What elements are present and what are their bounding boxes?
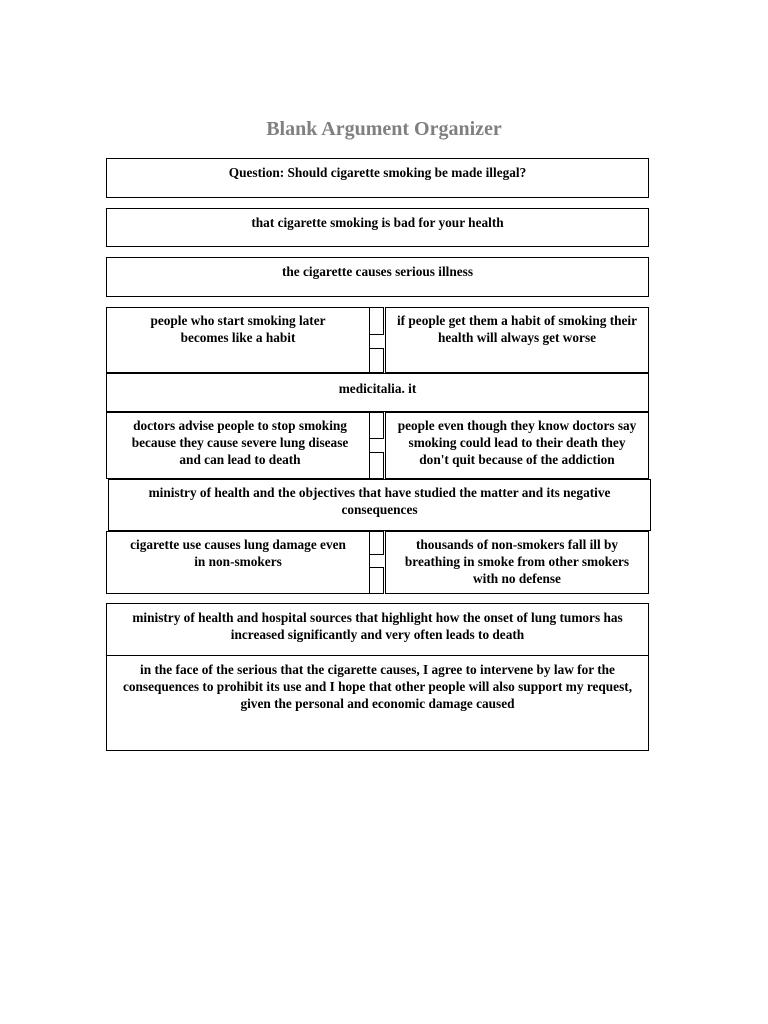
source-box-3: ministry of health and hospital sources …	[106, 603, 649, 656]
evidence-left-box-1: people who start smoking later becomes l…	[106, 307, 370, 373]
evidence-right-box-1: if people get them a habit of smoking th…	[385, 307, 649, 373]
conclusion-text: in the face of the serious that the ciga…	[122, 662, 633, 711]
connector-tab	[369, 452, 384, 479]
source-text-3: ministry of health and hospital sources …	[132, 610, 623, 642]
conclusion-box: in the face of the serious that the ciga…	[106, 655, 649, 751]
evidence-left-box-3: cigarette use causes lung damage even in…	[106, 531, 370, 594]
evidence-left-text-1: people who start smoking later becomes l…	[150, 313, 326, 345]
question-text: Question: Should cigarette smoking be ma…	[228, 165, 527, 180]
reason-text: the cigarette causes serious illness	[281, 264, 474, 279]
claim-box: that cigarette smoking is bad for your h…	[106, 208, 649, 247]
connector-tab	[369, 307, 384, 335]
source-text-1: medicitalia. it	[338, 381, 417, 396]
source-box-2: ministry of health and the objectives th…	[108, 479, 651, 531]
connector-tab	[369, 412, 384, 439]
claim-text: that cigarette smoking is bad for your h…	[251, 215, 504, 230]
source-text-2: ministry of health and the objectives th…	[148, 485, 611, 517]
page-title: Blank Argument Organizer	[266, 118, 502, 140]
connector-tab	[369, 531, 384, 555]
connector-tab	[369, 348, 384, 373]
evidence-right-text-1: if people get them a habit of smoking th…	[396, 313, 638, 345]
evidence-right-box-2: people even though they know doctors say…	[385, 412, 649, 479]
evidence-left-text-3: cigarette use causes lung damage even in…	[130, 537, 346, 569]
question-box: Question: Should cigarette smoking be ma…	[106, 158, 649, 198]
evidence-left-box-2: doctors advise people to stop smoking be…	[106, 412, 370, 479]
reason-box: the cigarette causes serious illness	[106, 257, 649, 297]
evidence-right-box-3: thousands of non-smokers fall ill by bre…	[385, 531, 649, 594]
source-box-1: medicitalia. it	[106, 373, 649, 412]
evidence-right-text-3: thousands of non-smokers fall ill by bre…	[404, 537, 630, 586]
evidence-left-text-2: doctors advise people to stop smoking be…	[131, 418, 349, 467]
connector-tab	[369, 567, 384, 594]
evidence-right-text-2: people even though they know doctors say…	[397, 418, 637, 467]
